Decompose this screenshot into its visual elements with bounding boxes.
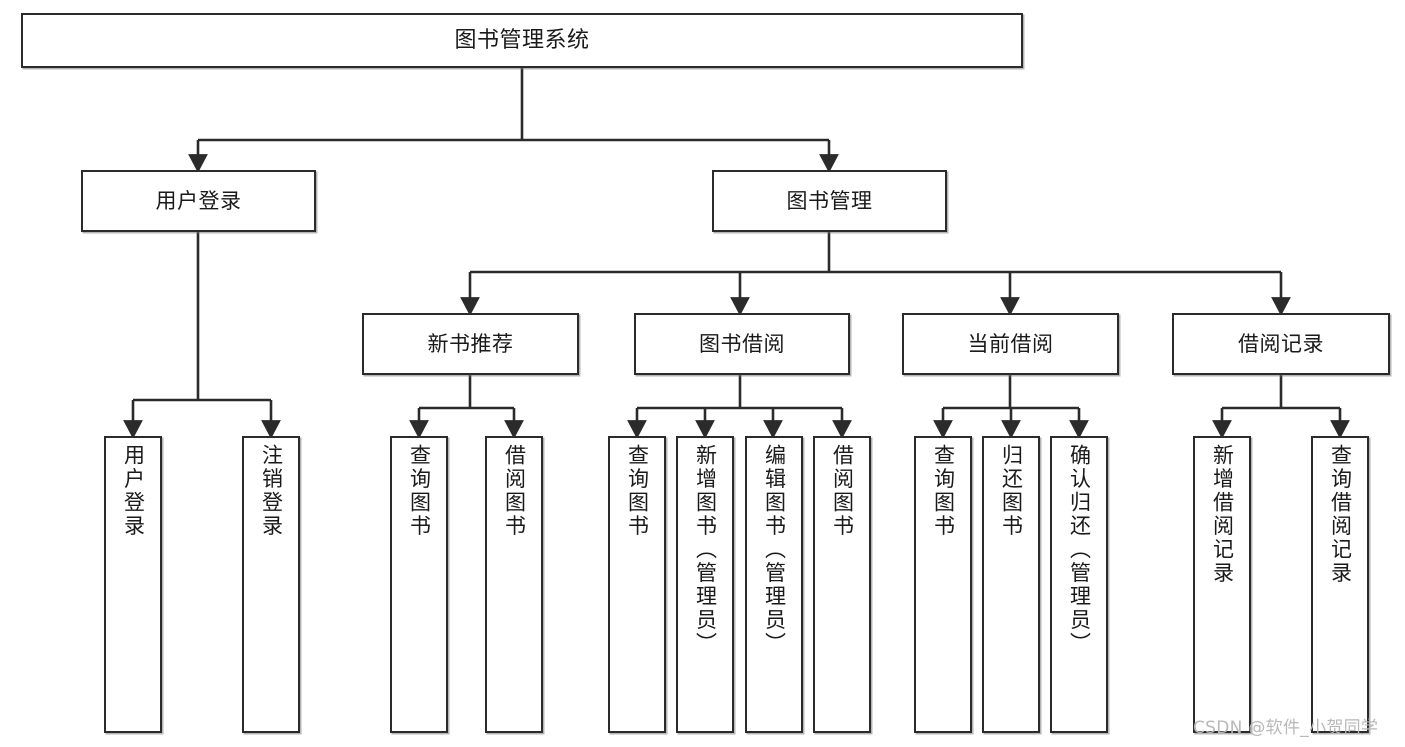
node-label: 新增借阅记录 — [1210, 444, 1235, 585]
node-root-system[interactable]: 图书管理系统 — [21, 13, 1023, 68]
node-label: 用户登录 — [155, 188, 242, 213]
node-label: 当前借阅 — [967, 331, 1054, 356]
node-label: 查询图书 — [931, 444, 956, 538]
edge-group-root — [188, 68, 839, 173]
leaf-book-borrow-edit[interactable]: 编辑图书（管理员） — [745, 436, 803, 733]
node-label: 查询图书 — [407, 444, 432, 538]
node-label: 确认归还（管理员） — [1067, 444, 1092, 656]
node-label: 查询图书 — [625, 444, 650, 538]
node-label: 图书管理系统 — [454, 27, 590, 53]
node-label: 查询借阅记录 — [1328, 444, 1353, 585]
leaf-borrow-record-add[interactable]: 新增借阅记录 — [1193, 436, 1251, 733]
node-label: 图书借阅 — [699, 331, 785, 356]
csdn-watermark: CSDN @软件_小贺同学 — [1193, 718, 1379, 738]
leaf-current-borrow-return[interactable]: 归还图书 — [982, 436, 1040, 733]
leaf-book-borrow-borrow[interactable]: 借阅图书 — [813, 436, 871, 733]
leaf-new-book-query[interactable]: 查询图书 — [390, 436, 448, 733]
node-label: 借阅图书 — [830, 444, 855, 538]
edge-group-book-manage — [460, 232, 1291, 316]
leaf-user-login-logout[interactable]: 注销登录 — [242, 436, 300, 733]
node-book-borrow[interactable]: 图书借阅 — [634, 313, 850, 375]
node-label: 借阅图书 — [502, 444, 527, 538]
node-borrow-record[interactable]: 借阅记录 — [1172, 313, 1390, 375]
node-user-login[interactable]: 用户登录 — [81, 170, 316, 232]
node-label: 归还图书 — [999, 444, 1024, 538]
node-label: 新增图书（管理员） — [693, 444, 718, 656]
edge-group-current-borrow — [933, 375, 1089, 439]
edge-group-borrow-record — [1212, 375, 1350, 439]
leaf-user-login-login[interactable]: 用户登录 — [104, 436, 162, 733]
node-label: 借阅记录 — [1238, 331, 1324, 356]
leaf-current-borrow-query[interactable]: 查询图书 — [914, 436, 972, 733]
edge-group-user-login — [123, 232, 281, 439]
leaf-borrow-record-query[interactable]: 查询借阅记录 — [1311, 436, 1369, 733]
leaf-new-book-borrow[interactable]: 借阅图书 — [485, 436, 543, 733]
edge-group-new-book — [409, 375, 524, 439]
leaf-current-borrow-confirm[interactable]: 确认归还（管理员） — [1050, 436, 1108, 733]
node-label: 注销登录 — [259, 444, 284, 538]
leaf-book-borrow-query[interactable]: 查询图书 — [608, 436, 666, 733]
node-label: 用户登录 — [121, 444, 146, 538]
node-label: 新书推荐 — [427, 331, 514, 356]
node-label: 图书管理 — [786, 188, 873, 213]
node-new-book-recommend[interactable]: 新书推荐 — [362, 313, 579, 375]
node-label: 编辑图书（管理员） — [762, 444, 787, 656]
leaf-book-borrow-add[interactable]: 新增图书（管理员） — [676, 436, 734, 733]
node-book-manage[interactable]: 图书管理 — [712, 170, 947, 232]
edge-group-book-borrow — [627, 375, 852, 439]
node-current-borrow[interactable]: 当前借阅 — [902, 313, 1119, 375]
